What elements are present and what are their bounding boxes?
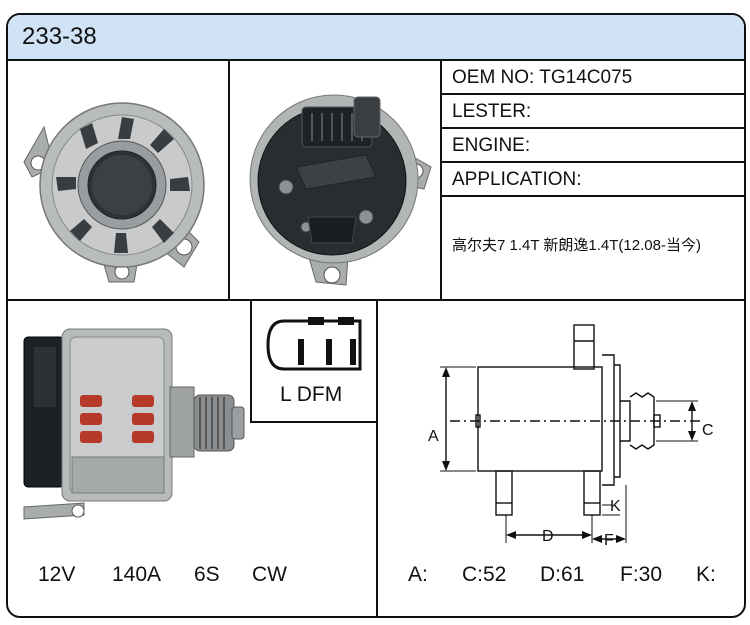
- divider: [440, 195, 744, 197]
- part-number-title: 233-38: [22, 23, 97, 50]
- oem-label: OEM NO:: [452, 67, 535, 88]
- connector-pin: [298, 339, 304, 365]
- divider: [376, 301, 378, 616]
- drawing-body: [477, 366, 603, 472]
- connector-pin: [308, 317, 324, 325]
- application-value: 高尔夫7 1.4T 新朗逸1.4T(12.08-当今): [452, 237, 701, 254]
- oem-value: TG14C075: [539, 67, 633, 88]
- divider: [8, 299, 744, 301]
- divider: [250, 301, 252, 421]
- alternator-rear-housing: [249, 94, 432, 286]
- alternator-rear-photo: [249, 94, 432, 286]
- lester-row: LESTER:: [452, 101, 744, 123]
- connector-pin: [326, 339, 332, 365]
- dim-label-d: D: [542, 528, 554, 545]
- dim-value-c: C:52: [462, 563, 507, 586]
- alternator-side-photo: [23, 328, 245, 520]
- spec-sheet: 233-38 OEM NO: TG14C075 LESTER: ENGINE: …: [6, 13, 746, 618]
- divider: [440, 127, 744, 129]
- alternator-front-housing: [23, 102, 205, 283]
- dim-label-c: C: [702, 422, 714, 439]
- dim-value-d: D:61: [540, 563, 585, 586]
- dim-value-f: F:30: [620, 563, 663, 586]
- engine-row: ENGINE:: [452, 135, 744, 157]
- spec-current: 140A: [112, 563, 162, 586]
- spec-rotation: CW: [252, 563, 287, 586]
- dim-value-k: K:: [696, 563, 716, 586]
- application-label: APPLICATION:: [452, 169, 582, 190]
- connector-label: L DFM: [280, 383, 343, 406]
- divider: [250, 421, 378, 423]
- header-bar: 233-38: [8, 15, 744, 61]
- dim-value-a: A:: [408, 563, 428, 586]
- divider: [440, 59, 442, 301]
- connector-diagram: [266, 317, 362, 371]
- dim-label-k: K: [610, 498, 621, 515]
- connector-pin: [350, 339, 356, 365]
- lester-label: LESTER:: [452, 101, 532, 122]
- dimension-drawing: A C D F K: [428, 324, 714, 545]
- application-row: APPLICATION:: [452, 169, 744, 191]
- divider: [440, 161, 744, 163]
- dim-label-a: A: [428, 428, 439, 445]
- alternator-side-body: [23, 328, 245, 520]
- alternator-front-photo: [23, 102, 205, 283]
- dim-label-f: F: [604, 532, 614, 545]
- connector-pin: [338, 317, 354, 325]
- spec-voltage: 12V: [38, 563, 76, 586]
- engine-label: ENGINE:: [452, 135, 531, 156]
- divider: [228, 59, 230, 301]
- oem-row: OEM NO: TG14C075: [452, 67, 744, 89]
- divider: [440, 93, 744, 95]
- spec-pulley: 6S: [194, 563, 220, 586]
